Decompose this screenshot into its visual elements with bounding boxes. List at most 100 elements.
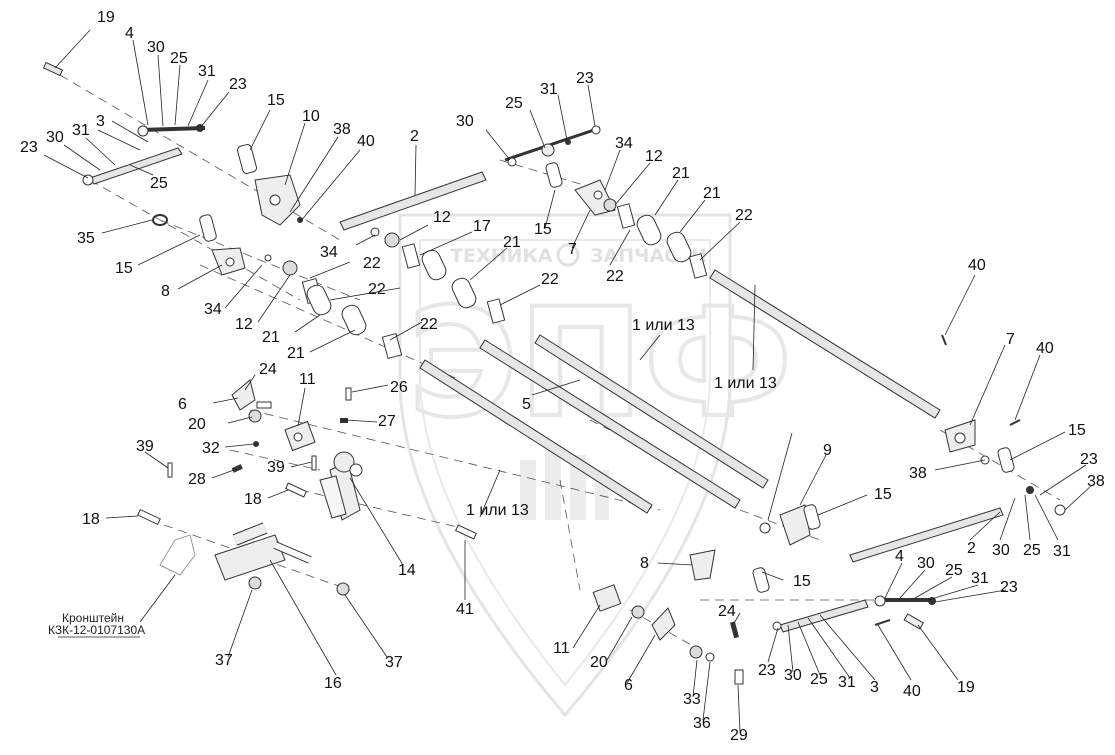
bracket-8-lower — [689, 549, 770, 593]
callout-30-top: 30 — [147, 39, 165, 56]
callout-38-right: 38 — [909, 465, 927, 482]
callout-37-right: 37 — [385, 654, 403, 671]
bracket-7-upper — [545, 162, 617, 216]
callout-11-left: 11 — [299, 371, 316, 388]
callout-24-lower: 24 — [718, 603, 736, 620]
callout-25-lower-right: 25 — [945, 562, 963, 579]
callout-18-left: 18 — [82, 511, 100, 528]
callout-30-lower-left: 30 — [784, 667, 802, 684]
callout-23-left: 23 — [20, 139, 38, 156]
callout-7-right: 7 — [1006, 331, 1015, 348]
shaft-1-13-c — [709, 269, 941, 419]
callout-19-top: 19 — [97, 9, 115, 26]
callout-1-13-c: 1 или 13 — [466, 502, 529, 519]
callout-39-left: 39 — [136, 438, 154, 455]
callout-23-lower-left: 23 — [758, 662, 776, 679]
callout-4-lower: 4 — [895, 548, 904, 565]
bracket-note: Кронштейн КЗК-12-0107130А — [48, 611, 145, 638]
callout-25-left: 25 — [150, 175, 168, 192]
callout-12-b: 12 — [645, 148, 663, 165]
callout-7-middle: 7 — [568, 241, 577, 258]
callout-40-upper: 40 — [357, 133, 375, 150]
callout-23-right: 23 — [1080, 451, 1098, 468]
callout-28: 28 — [188, 471, 206, 488]
shaft-1-13-a — [419, 359, 653, 514]
bracket-note-line1: Кронштейн — [62, 611, 124, 625]
callout-10: 10 — [302, 108, 320, 125]
callout-39-mid: 39 — [267, 459, 285, 476]
callout-9: 9 — [823, 442, 832, 459]
callout-31-top: 31 — [198, 63, 216, 80]
lever-6-upper — [231, 379, 316, 473]
callout-20-lower: 20 — [590, 654, 608, 671]
tie-rod-3-upper — [82, 124, 206, 186]
callout-38-upper: 38 — [333, 121, 351, 138]
callout-30-upper-right: 30 — [456, 113, 474, 130]
callout-23-upper-right: 23 — [576, 70, 594, 87]
callout-25-right-lower: 25 — [1023, 542, 1041, 559]
callout-30-left: 30 — [46, 129, 64, 146]
bracket-9 — [759, 504, 821, 546]
lever-14 — [319, 451, 363, 521]
ring-35 — [152, 214, 168, 226]
callout-31-lower-left: 31 — [838, 674, 856, 691]
callout-3-lower: 3 — [870, 679, 879, 696]
callout-4-top: 4 — [125, 25, 134, 42]
callout-25-lower-left: 25 — [810, 671, 828, 688]
callout-34-a: 34 — [320, 244, 338, 261]
callout-27: 27 — [378, 413, 396, 430]
pin-19-top — [42, 61, 64, 77]
callout-32: 32 — [202, 440, 220, 457]
callout-21-e: 21 — [503, 234, 521, 251]
callout-33: 33 — [683, 691, 701, 708]
callout-21-c: 21 — [672, 165, 690, 182]
callout-17: 17 — [473, 218, 491, 235]
callout-22-d: 22 — [606, 268, 624, 285]
callout-16: 16 — [324, 675, 342, 692]
callout-21-b: 21 — [287, 345, 305, 362]
callout-22-c: 22 — [735, 207, 753, 224]
lever-6-lower — [592, 584, 744, 685]
callout-25-top: 25 — [170, 50, 188, 67]
callout-40-right: 40 — [968, 257, 986, 274]
callout-23-top: 23 — [229, 76, 247, 93]
callout-2-lower: 2 — [967, 540, 976, 557]
callout-22-e: 22 — [541, 271, 559, 288]
callout-1-13-a: 1 или 13 — [632, 317, 695, 334]
callout-31-lower-right: 31 — [971, 570, 989, 587]
callout-18-mid: 18 — [244, 491, 262, 508]
callout-34-c: 34 — [204, 301, 222, 318]
callout-12-c: 12 — [235, 316, 253, 333]
callout-22-f: 22 — [420, 316, 438, 333]
callout-37-left: 37 — [215, 652, 233, 669]
tie-rod-3-lower — [772, 595, 936, 633]
callout-26: 26 — [390, 379, 408, 396]
callout-15-upper: 15 — [267, 92, 285, 109]
pins-39-18 — [137, 455, 477, 540]
shaft-1-13-b — [534, 334, 769, 489]
callout-41: 41 — [456, 601, 474, 618]
shaft-2-lower — [849, 486, 1066, 563]
callout-30-right-lower: 30 — [992, 542, 1010, 559]
callout-31-upper-right: 31 — [540, 81, 558, 98]
callout-21-d: 21 — [703, 185, 721, 202]
callout-15-right: 15 — [1068, 422, 1086, 439]
callout-8-lower: 8 — [640, 555, 649, 572]
small-rod-upper-right — [504, 125, 601, 167]
callout-22-b: 22 — [368, 281, 386, 298]
callout-6-lower: 6 — [624, 677, 633, 694]
bracket-kzk — [159, 534, 196, 576]
callout-14: 14 — [398, 562, 416, 579]
callout-12-a: 12 — [433, 209, 451, 226]
callout-24-left: 24 — [259, 361, 277, 378]
leader-lines — [43, 29, 1093, 733]
watermark-gear-icon — [556, 243, 580, 267]
bracket-7-right — [941, 334, 1021, 473]
callout-29: 29 — [730, 727, 748, 744]
parts — [42, 61, 1066, 685]
callout-6-left: 6 — [178, 396, 187, 413]
bracket-10 — [237, 144, 303, 226]
callout-labels: 19 4 30 25 31 23 3 23 30 31 25 35 15 8 1… — [20, 9, 1105, 744]
callout-2-upper: 2 — [410, 128, 419, 145]
